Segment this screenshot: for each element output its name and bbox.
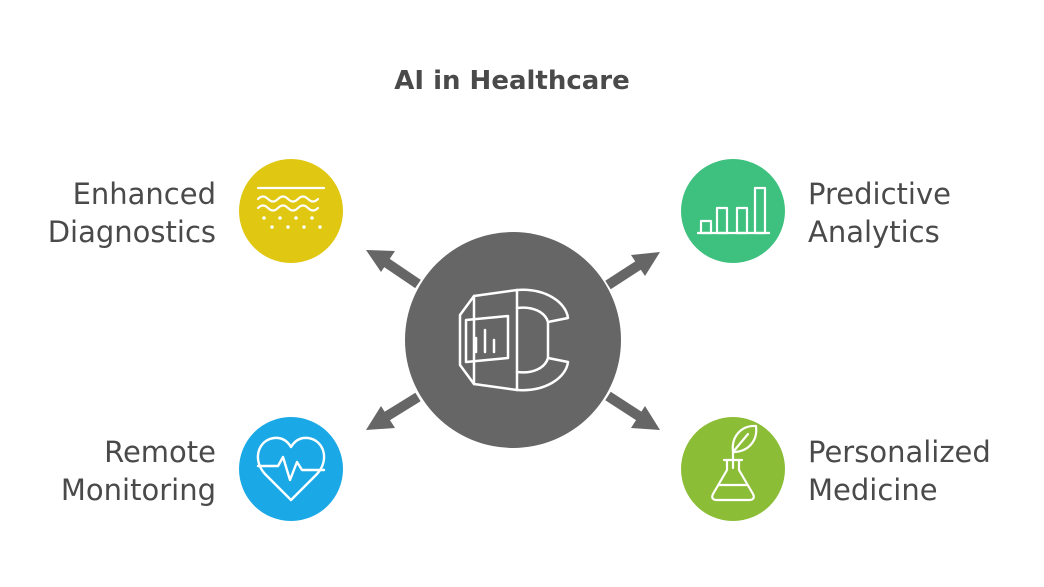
label-line-2: Medicine [808, 473, 938, 507]
arrow-to-predictive-analytics [605, 252, 660, 290]
smart-wearable-icon [458, 288, 570, 392]
label-line-1: Personalized [808, 435, 991, 469]
arrows [366, 250, 660, 430]
heart-pulse-icon [256, 436, 326, 502]
arrow-to-personalized-medicine [605, 391, 660, 430]
arrow-to-remote-monitoring [366, 392, 421, 430]
label-line-2: Monitoring [60, 473, 216, 507]
label-personalized-medicine: Personalized Medicine [808, 433, 1023, 509]
node-remote-monitoring [239, 417, 343, 521]
label-line-1: Enhanced [72, 177, 216, 211]
label-line-2: Diagnostics [47, 215, 216, 249]
label-line-1: Predictive [808, 177, 951, 211]
label-line-1: Remote [104, 435, 216, 469]
diagram-title: AI in Healthcare [394, 66, 630, 96]
label-predictive-analytics: Predictive Analytics [808, 175, 1008, 251]
skin-layers-icon [256, 186, 326, 212]
node-personalized-medicine [681, 417, 785, 521]
bar-chart-icon [697, 186, 770, 235]
arrow-to-enhanced-diagnostics [366, 250, 421, 289]
center-hub [405, 232, 621, 448]
label-enhanced-diagnostics: Enhanced Diagnostics [40, 175, 216, 251]
node-predictive-analytics [681, 159, 785, 263]
flask-plant-icon [711, 424, 758, 502]
label-line-2: Analytics [808, 215, 940, 249]
node-enhanced-diagnostics [239, 159, 343, 263]
label-remote-monitoring: Remote Monitoring [40, 433, 216, 509]
